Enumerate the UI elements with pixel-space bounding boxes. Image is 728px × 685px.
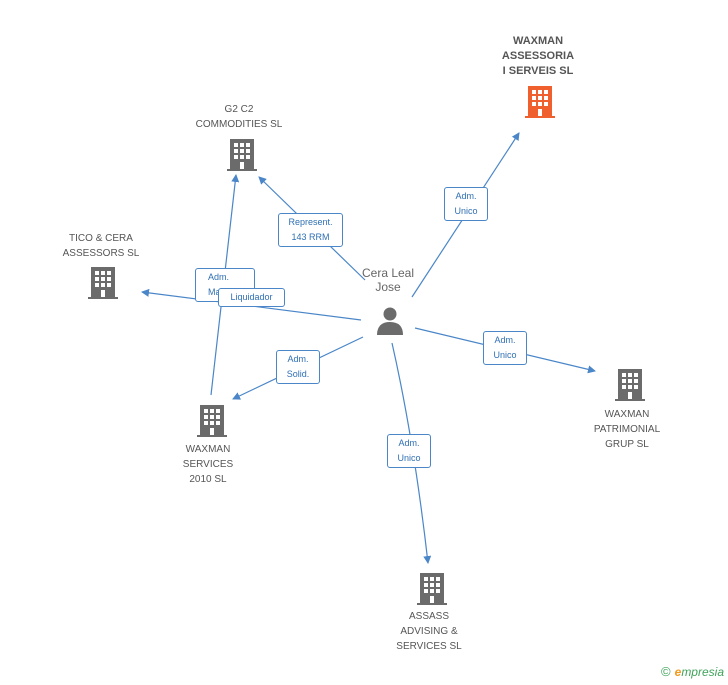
person-name-line: Jose: [375, 280, 401, 294]
edge-label-line: Unico: [397, 453, 421, 463]
edge-label-liquidador[interactable]: Liquidador: [218, 288, 285, 307]
company-label-line: G2 C2: [224, 104, 254, 115]
building-icon-assass[interactable]: [417, 573, 447, 605]
person-name-line: Cera Leal: [361, 266, 415, 280]
building-icon-waxman-patrimonial[interactable]: [615, 369, 645, 401]
building-icon-tico-cera[interactable]: [88, 267, 118, 299]
company-label-assass[interactable]: ASSASS ADVISING & SERVICES SL: [354, 609, 504, 654]
company-label-line: SERVICES SL: [396, 641, 462, 652]
edge-label-line: Unico: [493, 350, 517, 360]
company-label-line: ASSESSORIA: [501, 50, 575, 62]
copyright-icon: ©: [661, 664, 671, 679]
brand-name: mpresia: [681, 665, 724, 679]
company-label-waxman-services[interactable]: WAXMAN SERVICES 2010 SL: [133, 442, 283, 487]
edge-label-line: Solid.: [286, 369, 310, 379]
edge-label-adm-solid[interactable]: Adm. Solid.: [276, 350, 320, 384]
company-label-line: WAXMAN: [512, 35, 564, 47]
edge-label-adm-unico-top[interactable]: Adm. Unico: [444, 187, 488, 221]
edge-label-line: Adm.: [494, 335, 516, 345]
company-label-line: SERVICES: [182, 459, 234, 470]
edge-label-line: Liquidador: [230, 292, 273, 302]
company-label-line: TICO & CERA: [69, 233, 133, 244]
company-label-line: ASSESSORS SL: [62, 248, 140, 259]
company-label-line: ADVISING &: [400, 626, 458, 637]
edge-label-adm-unico-bottom[interactable]: Adm. Unico: [387, 434, 431, 468]
edge-label-line: Adm.: [208, 272, 230, 282]
company-label-line: GRUP SL: [605, 439, 649, 450]
company-label-line: COMMODITIES SL: [195, 119, 283, 130]
brand-initial: e: [674, 665, 682, 679]
edge-label-line: Represent.: [288, 217, 333, 227]
edges: [141, 132, 596, 564]
empresia-logo[interactable]: ©empresia: [661, 664, 724, 679]
company-label-tico-cera[interactable]: TICO & CERA ASSESSORS SL: [26, 231, 176, 261]
edge-label-line: Adm.: [455, 191, 477, 201]
company-label-g2c2[interactable]: G2 C2 COMMODITIES SL: [164, 102, 314, 132]
company-label-line: WAXMAN: [604, 409, 650, 420]
edge-label-line: Adm.: [398, 438, 420, 448]
edge-label-line: 143 RRM: [291, 232, 330, 242]
building-icon-waxman-services[interactable]: [197, 405, 227, 437]
company-label-waxman-patrimonial[interactable]: WAXMAN PATRIMONIAL GRUP SL: [552, 407, 702, 452]
company-label-line: PATRIMONIAL: [593, 424, 661, 435]
company-label-line: 2010 SL: [189, 474, 227, 485]
edge-label-line: Unico: [454, 206, 478, 216]
company-label-line: I SERVEIS SL: [502, 65, 574, 77]
person-label[interactable]: Cera Leal Jose: [328, 266, 448, 294]
person-icon-head: [383, 307, 397, 321]
company-label-waxman-assessoria[interactable]: WAXMAN ASSESSORIA I SERVEIS SL: [463, 34, 613, 79]
edge-label-represent[interactable]: Represent. 143 RRM: [278, 213, 343, 247]
company-label-line: ASSASS: [408, 611, 450, 622]
company-label-line: WAXMAN: [185, 444, 231, 455]
edge-label-adm-unico-right[interactable]: Adm. Unico: [483, 331, 527, 365]
person-icon-body: [377, 322, 403, 335]
building-icon-waxman-assessoria[interactable]: [525, 86, 555, 118]
building-icon-g2c2[interactable]: [227, 139, 257, 171]
person-node[interactable]: [377, 307, 403, 336]
edge-label-line: Adm.: [287, 354, 309, 364]
